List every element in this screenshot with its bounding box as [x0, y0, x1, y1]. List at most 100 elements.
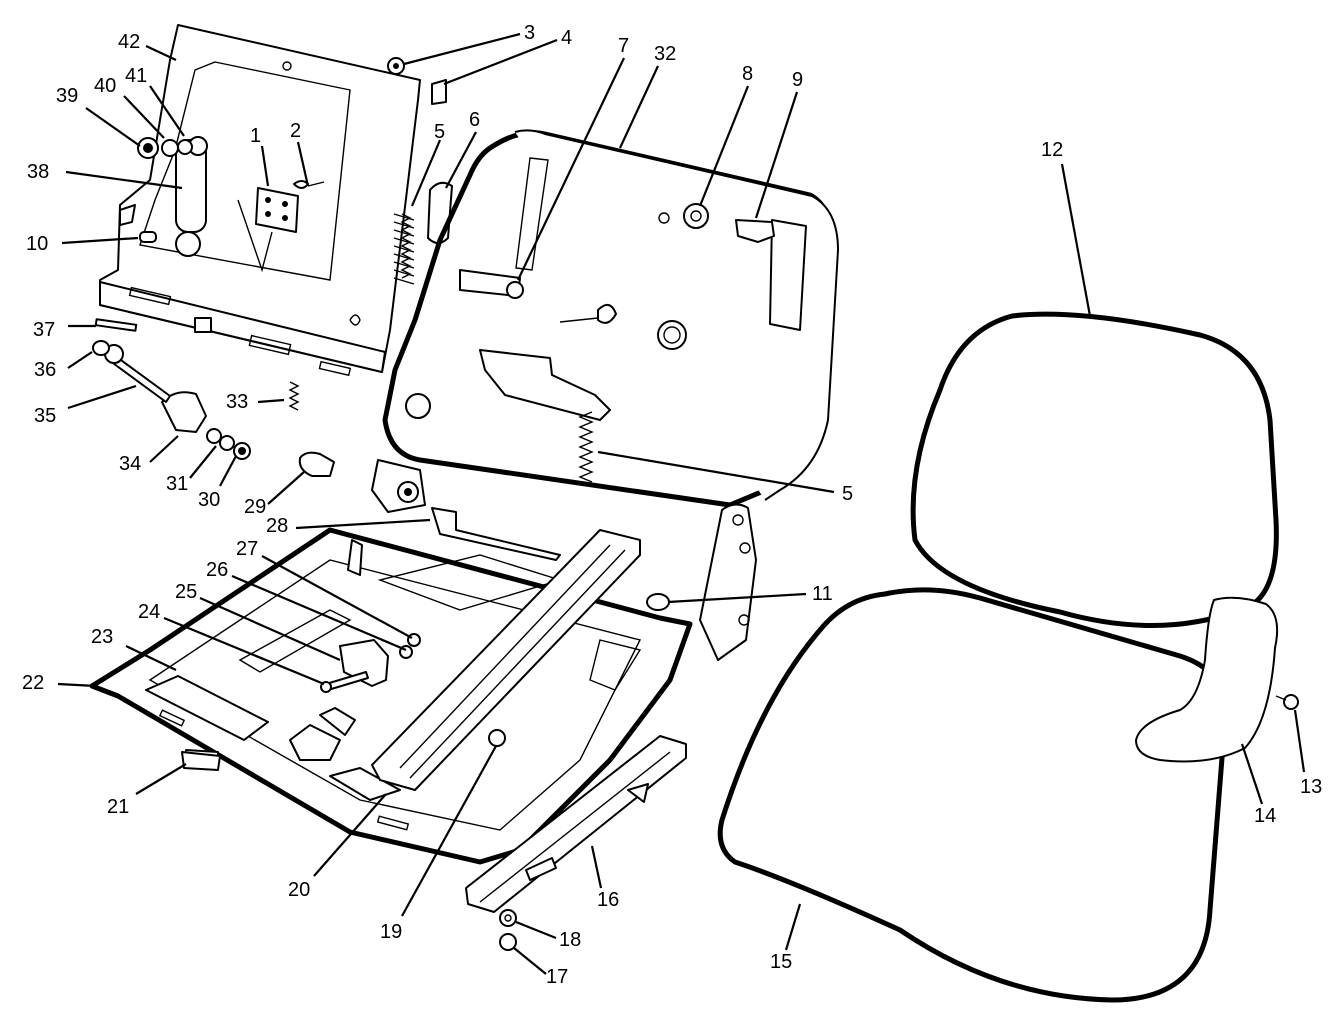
leader-line	[199, 596, 341, 662]
spring-part-5-left	[393, 213, 415, 285]
callout-21: 21	[107, 796, 129, 818]
leader-line	[67, 351, 93, 369]
callout-7: 7	[618, 35, 629, 57]
leader-line	[1240, 743, 1264, 805]
leader-line	[267, 471, 305, 505]
leader-line	[667, 592, 807, 604]
callout-14: 14	[1254, 805, 1276, 827]
leader-line	[1060, 163, 1092, 317]
callout-39: 39	[56, 85, 78, 107]
callout-17: 17	[546, 966, 568, 988]
washer-part-8	[658, 203, 709, 229]
callout-23: 23	[91, 626, 113, 648]
pin-part-10	[139, 231, 157, 243]
spring-part-5-right	[578, 411, 594, 483]
callout-41: 41	[125, 65, 147, 87]
leader-line	[513, 947, 547, 975]
latch-assembly	[320, 633, 421, 693]
leader-line	[401, 745, 497, 917]
leader-line	[445, 131, 477, 189]
leader-line	[296, 141, 310, 187]
washer-part-36	[92, 340, 110, 356]
bracket-part-21	[181, 751, 221, 771]
screw-part-3	[387, 57, 405, 75]
handle-grip-6	[427, 181, 453, 244]
callout-labels: 1 2 3 4 5 5 6 7 8 9 10 11 12 13 14 15 16…	[22, 22, 1322, 988]
leader-line	[189, 445, 217, 479]
leader-line	[698, 85, 750, 207]
callout-15: 15	[770, 951, 792, 973]
callout-3: 3	[524, 22, 535, 44]
leader-line	[619, 65, 659, 149]
callout-32: 32	[654, 43, 676, 65]
leader-line	[231, 574, 407, 652]
callout-11: 11	[812, 583, 833, 605]
bolt-part-17	[499, 933, 517, 951]
leader-line	[515, 920, 557, 940]
bracket-part-1	[237, 187, 299, 273]
seat-rail-right	[465, 735, 687, 913]
callout-33: 33	[226, 391, 248, 413]
callout-37: 37	[33, 319, 55, 341]
seat-cushion	[717, 587, 1228, 1003]
callout-34: 34	[119, 453, 141, 475]
leader-line	[754, 91, 799, 219]
callout-36: 36	[34, 359, 56, 381]
callout-28: 28	[266, 515, 288, 537]
callout-6: 6	[469, 109, 480, 131]
leader-line	[517, 57, 625, 281]
callout-30: 30	[198, 489, 220, 511]
leader-line	[261, 555, 413, 639]
gas-strut-38	[175, 136, 208, 257]
callout-27: 27	[236, 538, 258, 560]
leader-line	[313, 793, 387, 877]
spring-part-33	[288, 381, 300, 411]
washers-30-31	[206, 428, 251, 460]
callout-18: 18	[559, 929, 581, 951]
leader-line	[149, 85, 185, 137]
washer-part-18	[499, 909, 517, 927]
leader-line	[125, 645, 177, 671]
callout-16: 16	[597, 889, 619, 911]
callout-29: 29	[244, 496, 266, 518]
leader-line	[65, 170, 183, 190]
leader-line	[145, 45, 177, 61]
callout-1: 1	[250, 125, 261, 147]
callout-38: 38	[27, 161, 49, 183]
callout-40: 40	[94, 75, 116, 97]
leader-line	[219, 455, 237, 487]
rod-part-37	[94, 318, 138, 332]
armrest-part-14	[1135, 596, 1279, 763]
callout-35: 35	[34, 405, 56, 427]
bolt-part-35	[104, 344, 171, 403]
callout-20: 20	[288, 879, 310, 901]
leader-line	[295, 518, 431, 530]
callout-5-upper: 5	[434, 121, 445, 143]
leader-line	[85, 107, 141, 147]
leader-line	[260, 145, 270, 187]
hinge-assembly	[371, 459, 757, 661]
screw-part-13	[1275, 694, 1299, 710]
callout-12: 12	[1041, 139, 1063, 161]
clip-part-4	[431, 79, 447, 105]
callout-31: 31	[166, 473, 188, 495]
leader-line	[135, 763, 187, 795]
callout-22: 22	[22, 672, 44, 694]
callout-13: 13	[1300, 776, 1322, 798]
leader-line	[123, 95, 165, 139]
leader-line	[149, 435, 179, 463]
callout-4: 4	[561, 27, 572, 49]
callout-25: 25	[175, 581, 197, 603]
washers-39-41	[137, 137, 193, 159]
callout-24: 24	[138, 601, 160, 623]
leader-line	[590, 845, 603, 889]
leader-line	[443, 38, 558, 86]
leader-line	[57, 682, 97, 688]
leader-line	[597, 450, 835, 494]
leader-line	[784, 903, 802, 951]
leader-line	[163, 616, 325, 686]
bracket-part-9	[735, 219, 775, 243]
leader-line	[61, 236, 139, 245]
callout-26: 26	[206, 559, 228, 581]
